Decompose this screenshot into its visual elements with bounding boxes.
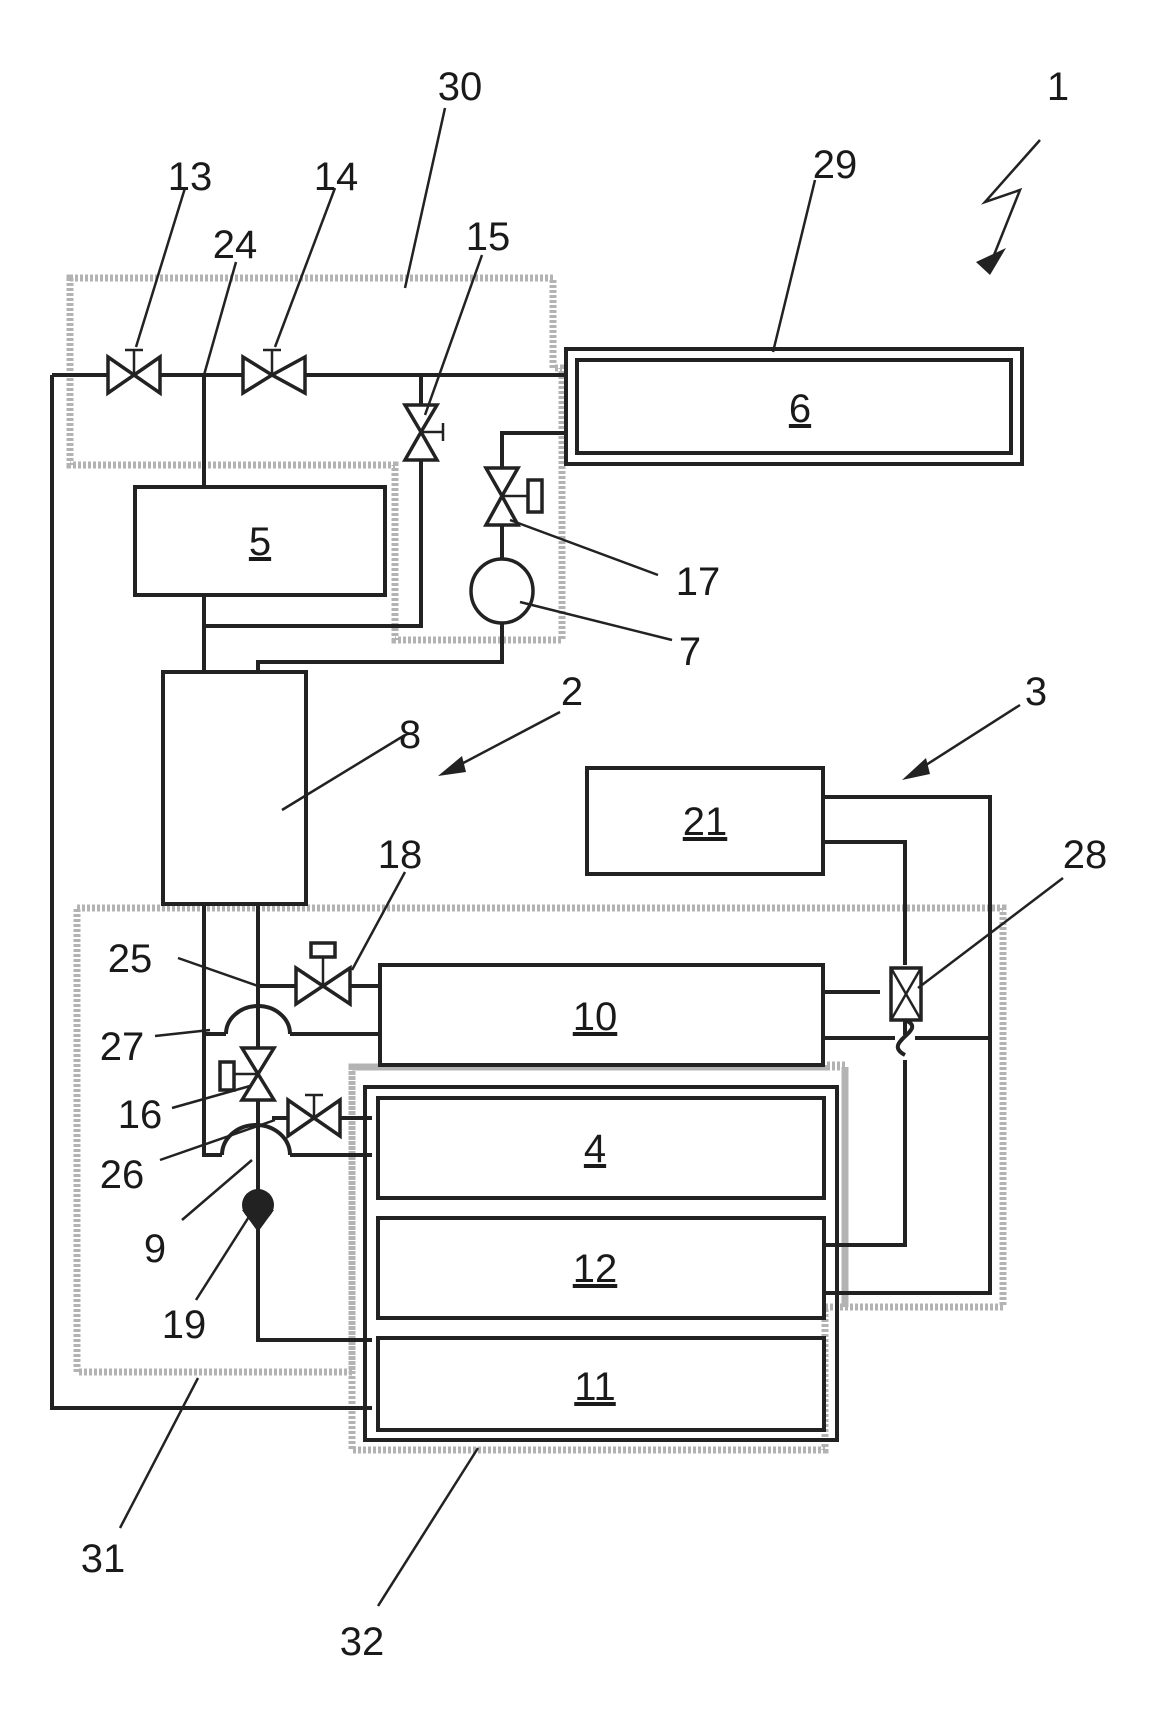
label-10: 10 [573,995,618,1039]
valve-15 [405,405,443,460]
ref-29: 29 [813,143,858,187]
ref-7: 7 [679,630,701,674]
leader-31 [120,1378,198,1528]
arrow-3 [915,705,1020,772]
lightning-arrow-1 [985,140,1040,265]
label-11: 11 [574,1365,616,1409]
ref-1: 1 [1047,65,1069,109]
leader-15 [425,255,482,415]
valve-18 [296,943,350,1004]
leader-27 [155,1030,210,1036]
ref-8: 8 [399,713,421,757]
leader-18 [352,872,405,970]
ref-18: 18 [378,833,423,877]
arrow-2 [450,712,560,770]
ref-32: 32 [340,1620,385,1664]
leader-25 [178,958,258,986]
ref-30: 30 [438,65,483,109]
label-4: 4 [584,1127,606,1171]
ref-15: 15 [466,215,511,259]
ref-13: 13 [168,155,213,199]
ref-17: 17 [676,560,721,604]
label-12: 12 [573,1247,618,1291]
leader-30 [405,108,445,288]
valve-26-side [288,1095,340,1136]
leader-7 [520,602,672,640]
arrowhead-3 [902,758,930,780]
leader-17 [510,520,658,575]
valve-13 [108,350,160,393]
ref-26: 26 [100,1153,145,1197]
ref-24: 24 [213,223,258,267]
ref-9: 9 [144,1227,166,1271]
ref-14: 14 [314,155,359,199]
leader-16 [172,1086,250,1108]
ref-27: 27 [100,1025,145,1069]
ref-25: 25 [108,937,153,981]
label-21: 21 [683,800,728,844]
valve-17 [486,468,542,525]
label-6: 6 [789,387,811,431]
ref-3: 3 [1025,670,1047,714]
valve-28 [891,968,921,1055]
arrowhead-1 [976,248,1006,275]
leader-32 [378,1448,478,1606]
leader-9 [182,1160,252,1220]
label-5: 5 [249,520,271,564]
box-8 [163,672,306,904]
leader-29 [773,180,815,352]
check-valve-19 [242,1189,274,1232]
leader-13 [136,188,185,347]
leader-19 [196,1212,252,1300]
ref-31: 31 [81,1537,126,1581]
ref-2: 2 [561,670,583,714]
arrowhead-2 [438,756,466,776]
ref-19: 19 [162,1303,207,1347]
valve-14 [243,350,305,393]
ref-28: 28 [1063,833,1108,877]
pipe-21-28 [823,842,905,965]
leader-14 [275,188,335,347]
ref-16: 16 [118,1093,163,1137]
pump-7 [471,559,533,623]
